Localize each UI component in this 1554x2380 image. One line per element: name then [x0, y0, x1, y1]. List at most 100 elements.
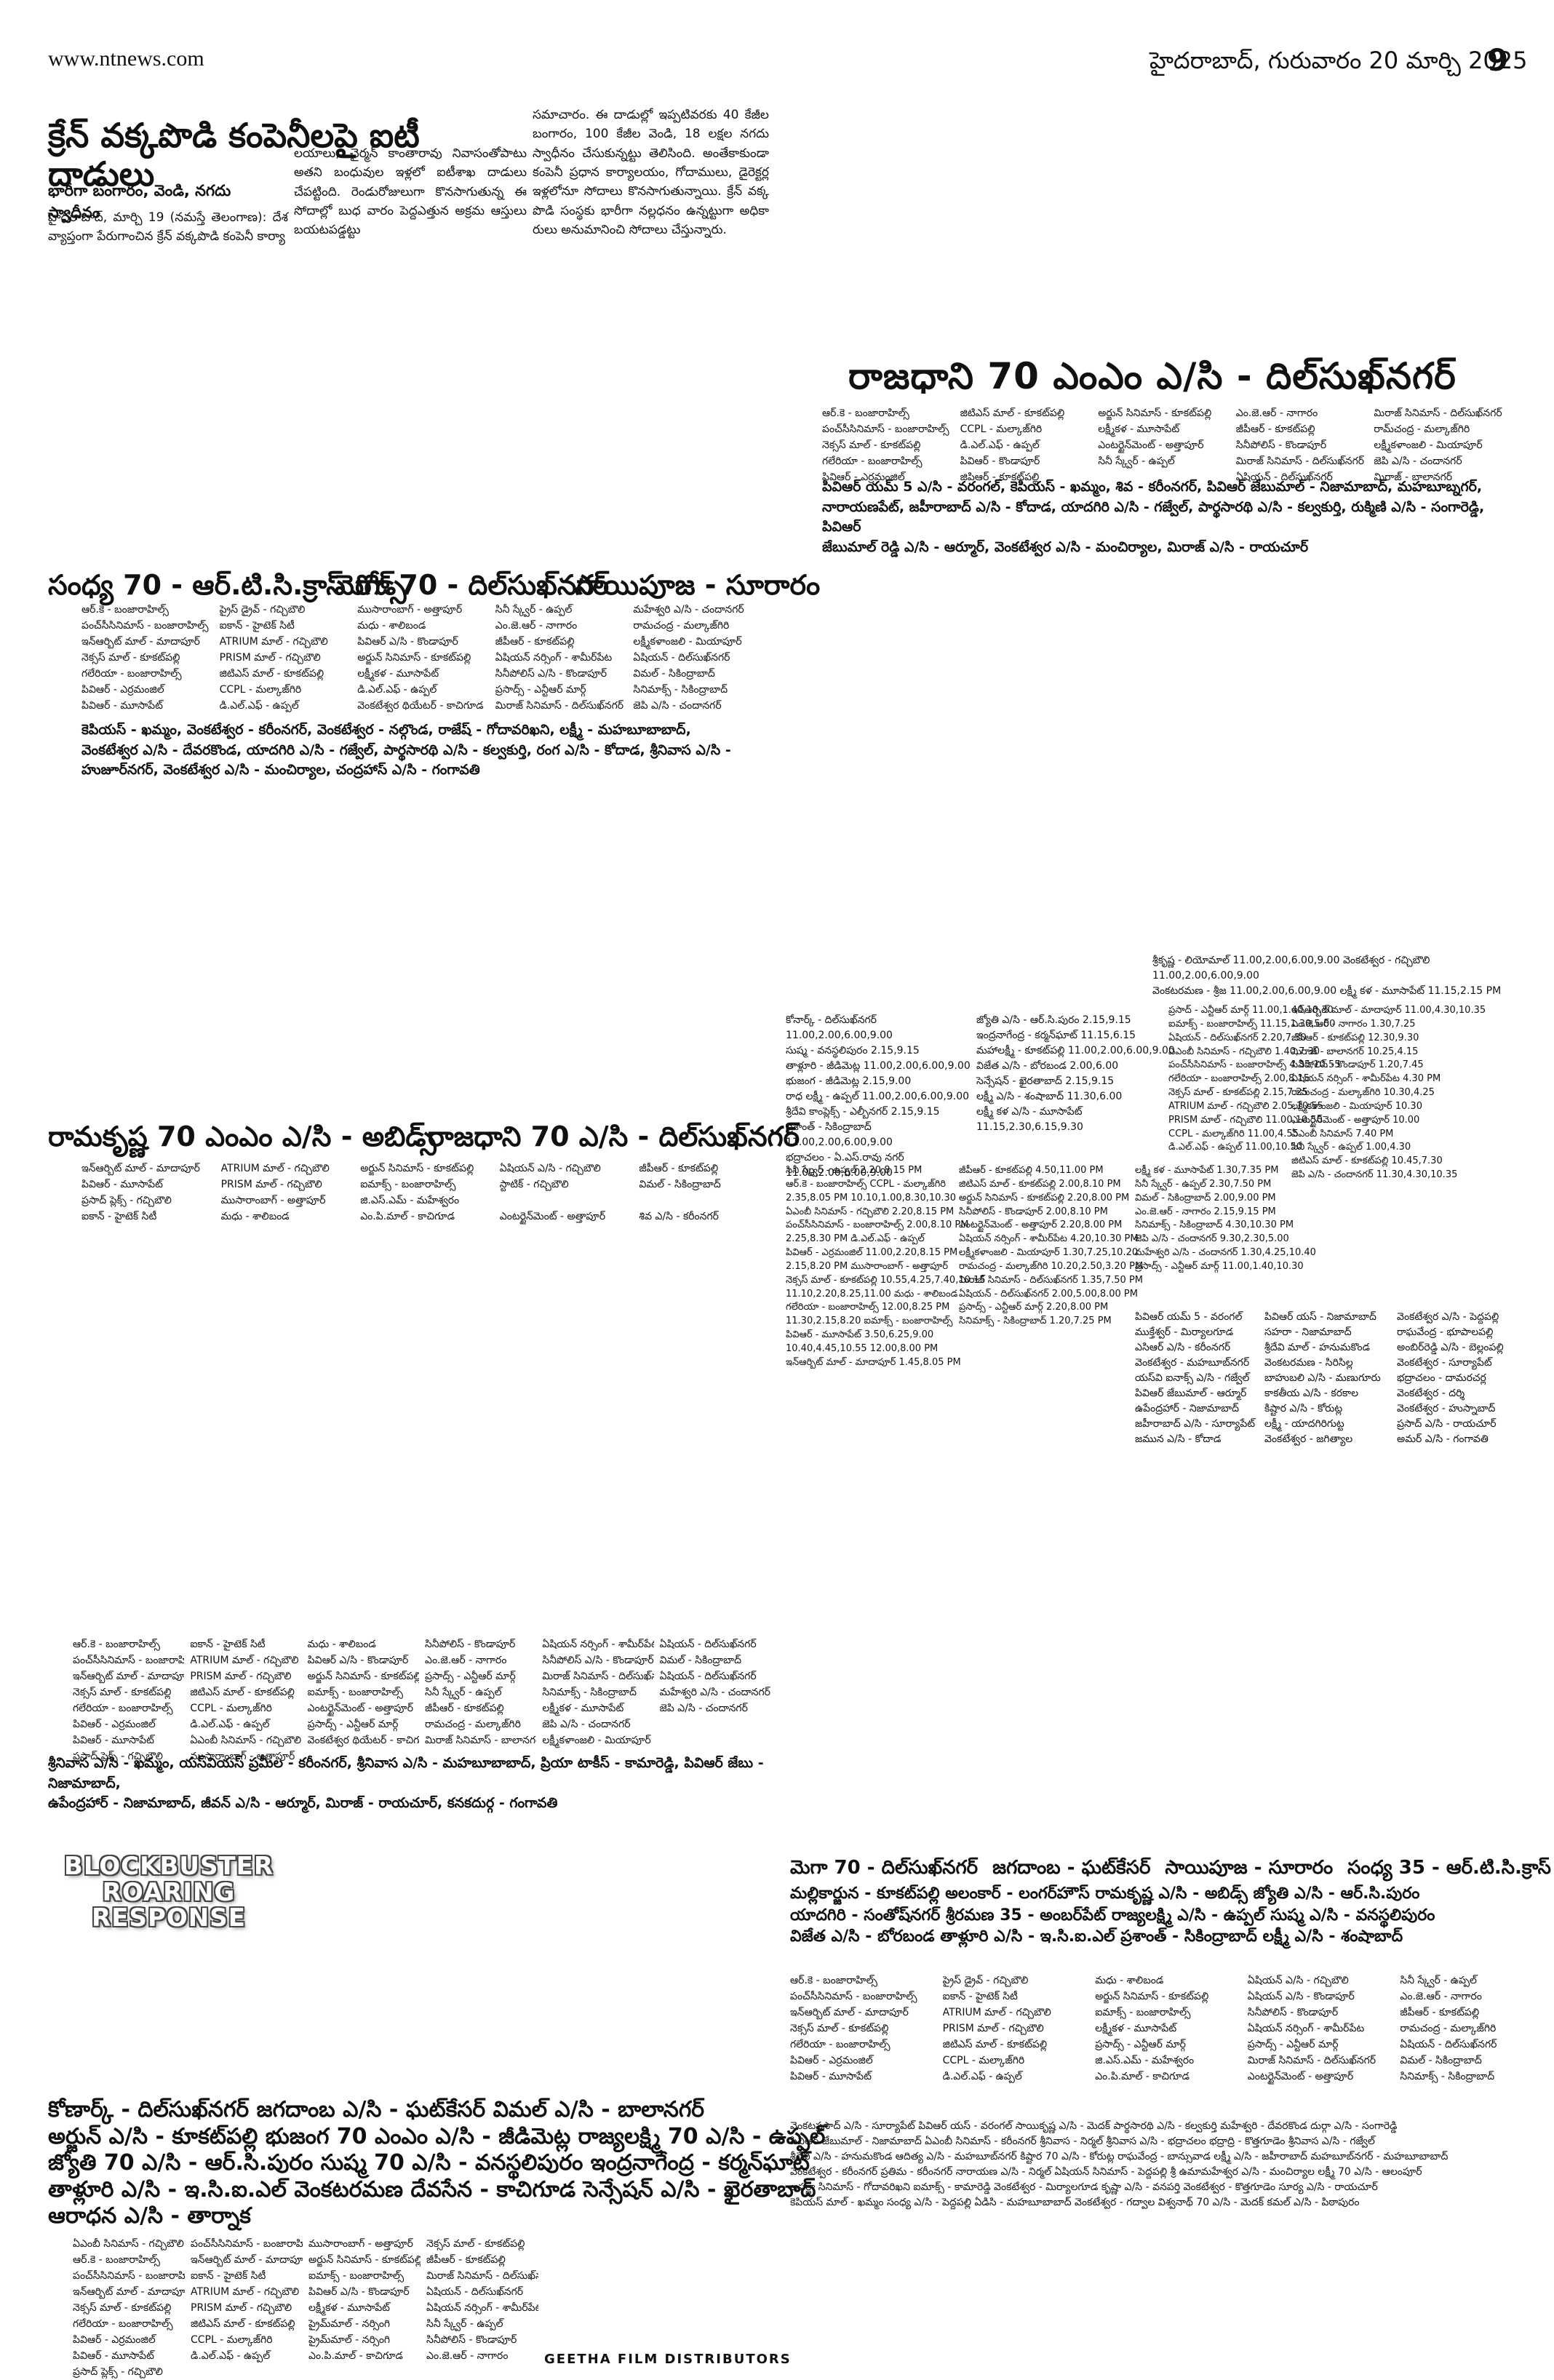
theatre-entry: మహేశ్వరి ఎ/సి - చందానగర్	[659, 1687, 770, 1698]
theatre-entry: CCPL - మల్కాజ్‌గిరి	[219, 684, 302, 696]
showtime-line: విజేత ఎ/సి - బోరబండ 2.00,6.00	[976, 1060, 1119, 1072]
theatre-entry: విమల్ - సికింద్రాబాద్	[633, 668, 715, 680]
showtime-line: జిటిఎస్ మాల్ - కూకట్‌పల్లి 10.45,7.30	[1291, 1155, 1443, 1167]
ad-bottom-big-lines-right: మల్లికార్జున - కూకట్‌పల్లి అలంకార్ - లంగ…	[790, 1883, 1547, 1948]
theatre-entry: పివిఆర్ - మూసాపేట్	[81, 700, 163, 712]
showtime-line: జీపీఆర్ - కూకట్‌పల్లి 12.30,9.30	[1291, 1032, 1419, 1043]
theatre-entry: ముసారాంబాగ్ - అత్తాపూర్	[190, 1751, 295, 1762]
theatre-entry: ఐమాక్స్ - బంజారాహిల్స్	[307, 1687, 403, 1698]
showtime-line: 2.25,8.30 PM డి.ఎల్.ఎఫ్ - ఉప్పల్	[786, 1233, 925, 1245]
showtime-line: తాళ్లూరి - జీడిమెట్ల 11.00,2.00,6.00,9.0…	[786, 1060, 971, 1072]
showtime-line: ఎంటర్టైన్‌మెంట్ - అత్తాపూర్ 10.00	[1291, 1114, 1420, 1126]
theatre-entry: జెపి ఎ/సి - చందానగర్	[633, 700, 722, 712]
ad-mid-title-2: మెగా 70 - దిల్‌సుఖ్‌నగర్	[335, 569, 610, 601]
theatre-entry: ముసారాంబాగ్ - అత్తాపూర్	[220, 1195, 326, 1206]
theatre-entry: ప్రసాద్ ప్లెక్స్ - గచ్చిబౌలి	[73, 1751, 163, 1762]
theatre-entry: ఐకాన్ - హైటెక్ సిటీ	[190, 1639, 266, 1650]
ad-header-entry: మెగా 70 - దిల్‌సుఖ్‌నగర్	[790, 1857, 979, 1879]
showtime-line: వెంకటరమణ - శ్రీజ 11.00,2.00,6.00,9.00 లక…	[1152, 985, 1502, 997]
theatre-entry: PRISM మాల్ - గచ్చిబౌలి	[219, 652, 321, 664]
theatre-entry: అర్జున్ సినిమాస్ - కూకట్‌పల్లి	[360, 1163, 474, 1174]
showtime-line: విమల్ - సికింద్రాబాద్ 2.00,9.00 PM	[1135, 1192, 1276, 1203]
theatre-entry: CCPL - మల్కాజ్‌గిరి	[191, 2334, 273, 2346]
theatre-entry: ప్రసాద్స్ - ఎన్టీఆర్ మార్గ్	[424, 1671, 516, 1682]
theatre-entry: అర్జున్ సినిమాస్ - కూకట్‌పల్లి	[307, 1671, 419, 1682]
theatre-line: అర్జున్ ఎ/సి - కూకట్‌పల్లి భుజంగ 70 ఎంఎం…	[48, 2123, 826, 2149]
theatre-entry: ఏషియన్ ఎ/సి - గచ్చిబౌలి	[1247, 1975, 1349, 1986]
showtime-line: సినిమాక్స్ - సికింద్రాబాద్ 1.20,7.25 PM	[959, 1316, 1112, 1327]
theatre-entry: రామచంద్ర - మల్కాజ్‌గిరి	[424, 1719, 521, 1730]
showtime-line: ఏషియన్ నర్సింగ్ - శామీర్‌పేట 4.30 PM	[1291, 1073, 1441, 1085]
ad-mid-district-lines: కెపియస్ - ఖమ్మం, వెంకటేశ్వర - కరీంనగర్, …	[81, 720, 780, 781]
theatre-entry: ఇన్‌ఆర్బిట్ మాల్ - మాదాపూర్	[73, 2286, 185, 2298]
showtime-line: జిటిఎస్ మాల్ - కూకట్‌పల్లి 2.00,8.10 PM	[959, 1178, 1121, 1190]
ad-ramakrishna-title: రామకృష్ణ 70 ఎంఎం ఎ/సి - అబిడ్స్	[48, 1121, 437, 1153]
theatre-line: వెంకటేశ్వర - కరీంనగర్ ప్రతిమ - కరీంనగర్ …	[790, 2166, 1422, 2178]
theatre-entry: జెపి ఎ/సి - చందానగర్	[1374, 455, 1462, 467]
showtime-line: ఏఎంబీ సినిమాస్ 7.40 PM	[1291, 1128, 1394, 1139]
theatre-entry: లక్ష్మీకళాంజలి - మియాపూర్	[542, 1735, 651, 1746]
theatre-entry	[426, 2366, 538, 2380]
theatre-entry: గలేరియా - బంజారాహిల్స్	[790, 2039, 890, 2050]
theatre-line: సహరా - నిజామాబాద్	[1264, 1326, 1352, 1338]
theatre-entry: ఇన్‌ఆర్బిట్ మాల్ - మాదాపూర్	[191, 2254, 303, 2266]
showtime-line: లక్ష్మీ ఎ/సి - శంషాబాద్ 11.30,6.00	[976, 1091, 1123, 1102]
ad-bottom-theatre-grid-right: ఆర్.కె - బంజారాహిల్స్ప్రైస్ డ్రైవ్ - గచ్…	[790, 1975, 1547, 2085]
showtime-line: జెపి ఎ/సి - చందానగర్ 9.30,2.30,5.00	[1135, 1233, 1289, 1245]
showtime-line: రామచంద్ర - మల్కాజ్‌గిరి 10.30,4.25	[1291, 1087, 1435, 1099]
showtime-line: 11.10,2.20,8.25,11.00 మధు - శాలిబండ	[786, 1288, 958, 1300]
theatre-line: పివిఆర్ జేబుమాల్ - నిజామాబాద్ ఏఎంబీ సిని…	[790, 2136, 1375, 2147]
theatre-entry: ఇన్‌ఆర్బిట్ మాల్ - మాదాపూర్	[81, 1163, 200, 1174]
theatre-entry: ప్రసాద్స్ - ఎన్టీఆర్ మార్గ్	[495, 684, 586, 696]
theatre-entry: ఐమాక్స్ - బంజారాహిల్స్	[308, 2270, 405, 2282]
theatre-line: అపర్ణా సినిమాస్ - గోదావరిఖని ఐమాక్స్ - క…	[790, 2181, 1378, 2193]
ad-header-entry: జగదాంబ - ఘట్‌కేసర్	[992, 1857, 1151, 1879]
theatre-entry: సినీపోలిస్ ఎ/సి - కొండాపూర్	[495, 668, 607, 680]
theatre-entry: ముసారాంబాగ్ - అత్తాపూర్	[308, 2238, 413, 2250]
theatre-line: పివిఆర్ జేబుమాల్ - ఆర్మూర్	[1135, 1388, 1247, 1399]
theatre-entry: జీపీఆర్ - కూకట్‌పల్లి	[426, 2254, 506, 2266]
theatre-line: లక్ష్మీ - యాదగిరిగుట్ట	[1264, 1418, 1344, 1430]
theatre-line: ఆరాధన ఎ/సి - తార్నాక	[48, 2203, 251, 2229]
theatre-entry: ఎంటర్టైన్‌మెంట్ - అత్తాపూర్	[1247, 2071, 1354, 2082]
theatre-line: వెంకటేశ్వర - మహబూబ్‌నగర్	[1135, 1357, 1250, 1369]
theatre-entry: CCPL - మల్కాజ్‌గిరి	[190, 1703, 272, 1714]
theatre-entry: ఎం.పి.మాల్ - కాచిగూడ	[1095, 2071, 1190, 2082]
showtime-line: సినీపోలిస్ - కొండాపూర్ 1.20,7.45	[1291, 1059, 1424, 1071]
theatre-entry: ఏషియన్ - దిల్‌సుఖ్‌నగర్	[426, 2286, 524, 2298]
ad-mid-title-3: సాయిపూజ - సూరారం	[575, 569, 821, 601]
theatre-entry: ఎం.జె.ఆర్ - నాగారం	[424, 1655, 507, 1666]
ad-lower-theatre-grid: ఆర్.కె - బంజారాహిల్స్ఐకాన్ - హైటెక్ సిటీ…	[73, 1639, 771, 1764]
theatre-entry: పంచ్‌సీసినిమాస్ - బంజారాహిల్స్	[790, 1991, 917, 2002]
showtime-line: మహాలక్ష్మీ - కూకట్‌పల్లి 11.00,2.00,6.00…	[976, 1045, 1175, 1056]
theatre-entry: ప్రసాద్స్ - ఎన్టీఆర్ మార్గ్	[1095, 2039, 1186, 2050]
theatre-entry: ఎం.జె.ఆర్ - నాగారం	[426, 2350, 509, 2362]
theatre-entry: ఆర్.కె - బంజారాహిల్స్	[790, 1975, 877, 1986]
showtime-line: సినీ స్క్వేర్ - ఉప్పల్ 2.30,7.50 PM	[1135, 1178, 1272, 1190]
theatre-line: యస్‌వి ఐనాక్స్ ఎ/సి - గజ్వేల్	[1135, 1372, 1250, 1384]
theatre-entry: సినీపోలిస్ ఎ/సి - కొండాపూర్	[542, 1655, 654, 1666]
theatre-entry: ఎంటర్టైన్‌మెంట్ - అత్తాపూర్	[499, 1211, 606, 1222]
theatre-entry: PRISM మాల్ - గచ్చిబౌలి	[190, 1671, 292, 1682]
theatre-entry	[660, 1735, 771, 1748]
theatre-entry: సినీ స్క్వేర్ - ఉప్పల్	[1400, 1975, 1477, 1986]
showtime-line: ఆర్.కె - బంజారాహిల్స్ CCPL - మల్కాజ్‌గిర…	[786, 1178, 947, 1190]
theatre-entry: మిరాజ్ సినిమాస్ - దిల్‌సుఖ్‌నగర్	[495, 700, 624, 712]
theatre-line: వెంకటరమణ - సిరిసిల్ల	[1264, 1357, 1353, 1369]
district-line: పివిఆర్ యమ్ 5 ఎ/సి - వరంగల్, కెపియస్ - ఖ…	[822, 479, 1483, 495]
theatre-entry: లక్ష్మీకళ - మూసాపేట్	[308, 2302, 390, 2314]
theatre-entry: మధు - శాలిబండ	[1095, 1975, 1164, 1986]
theatre-entry: ఎం.జె.ఆర్ - నాగారం	[495, 620, 578, 632]
theatre-entry: మిరాజ్ - బాలానగర్	[1374, 471, 1453, 483]
theatre-entry	[500, 1195, 634, 1209]
theatre-entry: రామచంద్ర - మల్కాజ్‌గిరి	[633, 620, 730, 632]
showtime-line: ప్రశాంత్ - సికింద్రాబాద్ 11.00,2.00,6.00…	[786, 1121, 893, 1148]
theatre-entry: జి.ఎస్.ఎమ్ - మహేశ్వరం	[360, 1195, 460, 1206]
showtime-line: CCPL - మల్కాజ్‌గిరి 11.00,4.55	[1168, 1128, 1299, 1139]
theatre-entry: ATRIUM మాల్ - గచ్చిబౌలి	[220, 1163, 330, 1174]
showtime-line: సినీ స్క్వేర్ - ఉప్పల్ 2.20,8.15 PM	[786, 1165, 923, 1176]
showtime-line: రామచంద్ర - మల్కాజ్‌గిరి 10.20,2.50,3.20 …	[959, 1260, 1144, 1272]
showtime-line: సినీ స్క్వేర్ - ఉప్పల్ 1.00,4.30	[1291, 1142, 1411, 1153]
theatre-entry: విమల్ - సికింద్రాబాద్	[1400, 2055, 1482, 2066]
